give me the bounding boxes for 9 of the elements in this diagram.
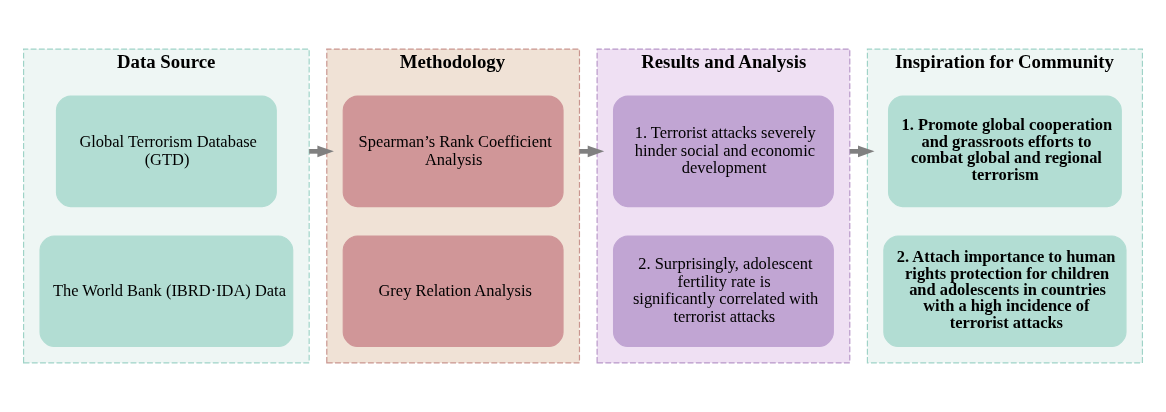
- node-box: 2. Surprisingly, adolescent fertility rate is significantly correlated with terrorist attacks: [612, 235, 834, 348]
- node-box: 2. Attach importance to human rights protection for children and adolescents in countries with a high incidence of terrorist attacks: [883, 235, 1127, 348]
- node-box: Grey Relation Analysis: [342, 235, 564, 348]
- node-box: 1. Promote global cooperation and grassroots efforts to combat global and regional terrorism: [888, 95, 1122, 208]
- node-box: Global Terrorism Database (GTD): [55, 95, 277, 208]
- node-box: The World Bank (IBRD·IDA) Data: [39, 235, 294, 348]
- arrow: [579, 145, 605, 158]
- node-box: Spearman’s Rank Coefficient Analysis: [342, 95, 564, 208]
- node-box: 1. Terrorist attacks severely hinder social and economic development: [612, 95, 834, 208]
